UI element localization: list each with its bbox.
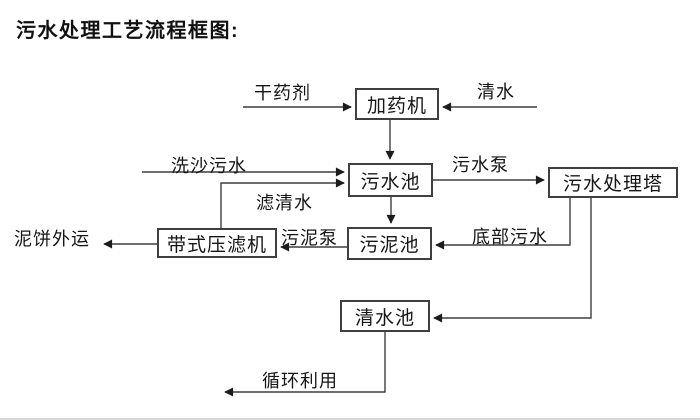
connector-bottom-sewage-to-sludge-pool xyxy=(435,198,571,250)
node-dosing-machine: 加药机 xyxy=(355,88,439,120)
connector-clean-pool-to-recycle xyxy=(224,332,386,397)
node-clean-water-pool: 清水池 xyxy=(340,300,430,332)
page-title: 污水处理工艺流程框图: xyxy=(16,20,240,42)
page-bottom-divider xyxy=(0,418,700,420)
edge-label-sludge-pump: 污泥泵 xyxy=(281,228,338,248)
edge-label-mud-cake-out: 泥饼外运 xyxy=(14,229,90,249)
node-sewage-pool: 污水池 xyxy=(348,163,433,197)
edge-label-sewage-pump: 污水泵 xyxy=(452,155,509,175)
node-treatment-tower: 污水处理塔 xyxy=(548,167,678,198)
edge-label-recycle-use: 循环利用 xyxy=(262,371,338,391)
node-belt-filter-press: 带式压滤机 xyxy=(157,228,277,258)
edge-label-dry-agent: 干药剂 xyxy=(254,83,311,103)
edge-label-filtered-water: 滤清水 xyxy=(256,193,313,213)
edge-label-clean-water: 清水 xyxy=(477,82,515,102)
connector-tower-to-clean-pool xyxy=(433,198,592,323)
edge-label-bottom-sewage: 底部污水 xyxy=(472,227,548,247)
node-sludge-pool: 污泥池 xyxy=(347,227,432,260)
connector-filtered-water-to-sewage-pool xyxy=(220,178,345,228)
edge-label-sand-wash-sewage: 洗沙污水 xyxy=(171,156,247,176)
